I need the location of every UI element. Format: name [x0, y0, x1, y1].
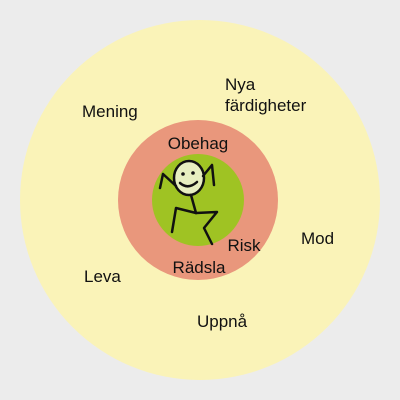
- label-uppna: Uppnå: [197, 312, 248, 331]
- label-risk: Risk: [227, 236, 261, 255]
- label-obehag: Obehag: [167, 134, 229, 153]
- label-radsla: Rädsla: [172, 258, 226, 277]
- label-fardigheter: färdigheter: [225, 96, 307, 115]
- label-nya: Nya: [225, 75, 256, 94]
- label-leva: Leva: [84, 267, 121, 286]
- label-mod: Mod: [301, 229, 335, 248]
- stick-figure-icon: [158, 159, 219, 246]
- label-mening: Mening: [82, 102, 138, 121]
